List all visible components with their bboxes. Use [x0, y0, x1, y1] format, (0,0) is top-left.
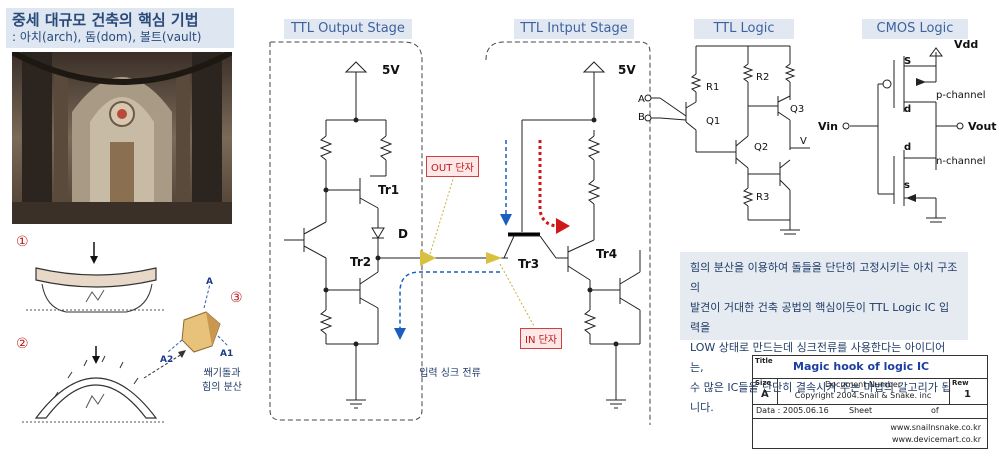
tr2-label: Tr2 — [350, 255, 371, 269]
circle-label-2: ② — [16, 336, 29, 352]
cmos-s-top: S — [904, 56, 911, 67]
wedge-caption-1: 쐐기돌과 — [204, 367, 241, 379]
wedge-label-a2: A2 — [160, 355, 173, 365]
circle-label-3: ③ — [230, 290, 243, 306]
n-channel-label: n-channel — [936, 156, 986, 167]
architecture-subtitle: : 아치(arch), 돔(dom), 볼트(vault) — [12, 30, 202, 44]
ttl-q1: Q1 — [706, 116, 720, 127]
cmos-s-bot: s — [904, 180, 910, 191]
circle-label-1: ① — [16, 234, 29, 250]
cmos-logic-header: CMOS Logic — [862, 19, 968, 39]
cmos-logic-schematic: Vdd Vin Vout S d d s p-channel n-channel — [818, 38, 997, 223]
tb-copyright: Copyright 2004.Snail & Snake. inc — [794, 391, 932, 400]
cathedral-photo — [12, 52, 232, 224]
vcc-input-label: 5V — [618, 63, 636, 77]
note-line-3: LOW 상태로 만드는데 싱크전류를 사용한다는 아이디어는, — [690, 341, 946, 374]
tb-title: Magic hook of logic IC — [793, 360, 930, 373]
tb-doc-number: Document Number — [824, 380, 902, 389]
ttl-q3: Q3 — [790, 104, 804, 115]
ttl-logic-schematic: A B R1 R2 R3 Q1 Q2 Q3 V — [638, 45, 810, 235]
note-line-1: 힘의 분산을 이용하여 돌들을 단단히 고정시키는 아치 구조의 — [690, 261, 958, 294]
diode-label: D — [398, 227, 408, 241]
tr1-label: Tr1 — [378, 183, 399, 197]
ttl-r1: R1 — [706, 82, 719, 93]
architecture-title: 중세 대규모 건축의 핵심 기법 — [12, 11, 199, 29]
tb-sheet: Sheet — [849, 406, 873, 415]
cmos-d-bot: d — [904, 142, 911, 153]
wedge-label-a1: A1 — [220, 349, 233, 359]
tb-url-1: www.snailnsnake.co.kr — [890, 423, 981, 432]
note-line-2: 발견이 거대한 건축 공법의 핵심이듯이 TTL Logic IC 입력을 — [690, 301, 950, 334]
wedge-label-a: A — [206, 277, 213, 287]
ttl-input-b: B — [638, 112, 645, 123]
tb-rev-label: Rew — [952, 379, 969, 387]
ttl-v-out: V — [800, 136, 807, 147]
ttl-r2: R2 — [756, 72, 769, 83]
output-stage-header: TTL Output Stage — [284, 19, 412, 39]
tb-of: of — [931, 406, 939, 415]
tb-url-2: www.devicemart.co.kr — [892, 435, 981, 444]
left-panel-title: 중세 대규모 건축의 핵심 기법 : 아치(arch), 돔(dom), 볼트(… — [6, 8, 234, 48]
tr3-label: Tr3 — [518, 257, 539, 271]
ttl-input-a: A — [638, 94, 645, 105]
cmos-vdd: Vdd — [954, 38, 978, 51]
cmos-d-top: d — [904, 104, 911, 115]
note-line-4: 수 많은 IC들을 단단히 결속시켜 주는 마법의 갈고리가 됩니다. — [690, 381, 952, 414]
tb-date: Data : 2005.06.16 — [756, 406, 829, 415]
out-pin-label: OUT 단자 — [426, 156, 479, 177]
ttl-r3: R3 — [756, 192, 769, 203]
tb-title-label: Title — [755, 357, 773, 365]
wedge-caption-2: 힘의 분산 — [202, 381, 242, 393]
cmos-vin: Vin — [818, 120, 838, 133]
cmos-vout: Vout — [968, 120, 997, 133]
sink-current-label: 입력 싱크 전류 — [419, 366, 481, 379]
tb-size: A — [761, 389, 769, 400]
vcc-output-label: 5V — [382, 63, 400, 77]
arch-sketches: ① ② ③ A A2 A1 쐐기돌과 힘의 분산 — [16, 234, 243, 423]
input-stage-header: TTL Intput Stage — [514, 19, 634, 39]
tb-rev: 1 — [964, 389, 971, 400]
ttl-logic-header: TTL Logic — [694, 19, 794, 39]
explanation-note: 힘의 분산을 이용하여 돌들을 단단히 고정시키는 아치 구조의 발견이 거대한… — [680, 252, 968, 414]
ttl-q2: Q2 — [754, 142, 768, 153]
in-pin-label: IN 단자 — [520, 328, 563, 349]
tr4-label: Tr4 — [596, 247, 617, 261]
title-block: Title Magic hook of logic IC Size A Docu… — [752, 355, 988, 449]
p-channel-label: p-channel — [936, 90, 986, 101]
tb-size-label: Size — [755, 379, 772, 387]
